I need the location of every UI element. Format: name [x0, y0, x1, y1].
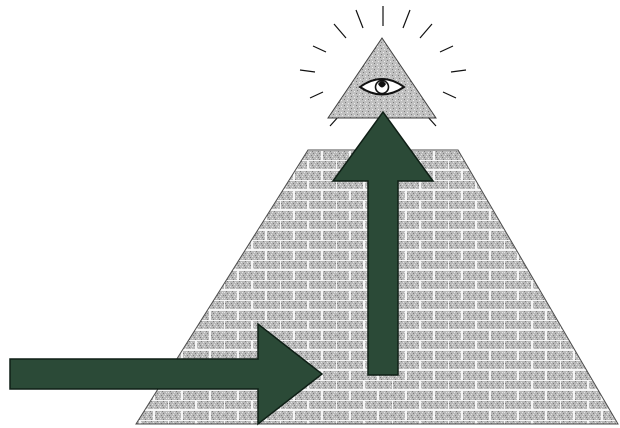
capstone	[328, 38, 436, 118]
